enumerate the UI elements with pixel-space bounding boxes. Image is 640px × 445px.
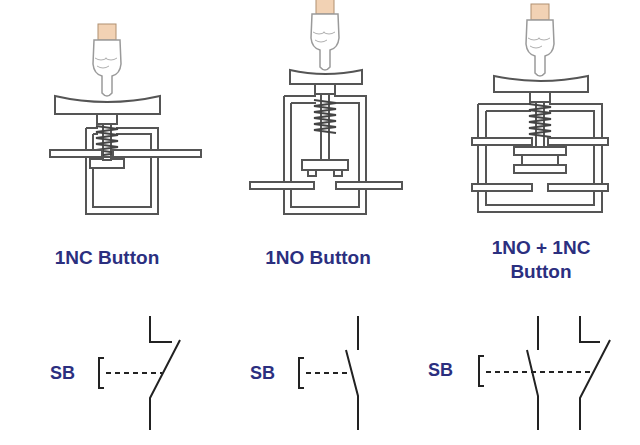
device-code-label: SB <box>50 361 75 385</box>
device-code-label: SB <box>428 358 453 382</box>
button-type-label: 1NO + 1NC Button <box>471 236 611 284</box>
button-type-label: 1NO Button <box>233 246 403 270</box>
button-type-label: 1NC Button <box>22 246 192 270</box>
device-code-label: SB <box>250 361 275 385</box>
